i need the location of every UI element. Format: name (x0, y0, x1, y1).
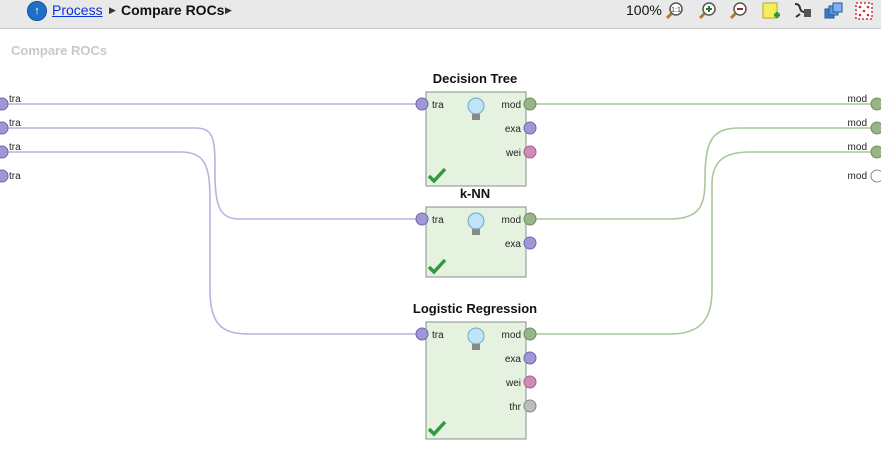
wire-input-logistic-regression[interactable] (5, 151, 423, 335)
process-input-port[interactable]: tra (0, 142, 21, 159)
port-label: mod (848, 94, 867, 105)
check-icon (427, 258, 447, 275)
breadcrumb-process-link[interactable]: Process (52, 2, 103, 18)
add-note-icon[interactable] (760, 0, 782, 22)
process-input-port[interactable]: tra (0, 169, 21, 183)
port-label: tra (9, 142, 21, 153)
process-input-port[interactable]: tra (0, 118, 21, 135)
output-port-label: mod (502, 100, 521, 111)
lightbulb-icon (467, 212, 485, 235)
port-label: mod (848, 171, 867, 182)
zoom-in-icon[interactable] (697, 0, 719, 22)
input-port-tra[interactable] (415, 327, 429, 341)
output-port-label: wei (505, 148, 521, 159)
zoom-level: 100% (626, 2, 662, 18)
output-port-label: wei (505, 378, 521, 389)
output-port-label: exa (505, 124, 522, 135)
wire-output-knn[interactable] (527, 127, 874, 220)
zoom-fit-icon[interactable]: 1:1 (664, 0, 686, 22)
output-port-label: exa (505, 354, 522, 365)
process-output-port[interactable]: mod (848, 94, 881, 111)
output-port-exa[interactable] (523, 351, 537, 365)
output-port-label: mod (502, 330, 521, 341)
wire-output-logistic-regression[interactable] (527, 151, 874, 335)
operator-decision-tree[interactable]: Decision Tree tra mod exa wei (415, 71, 537, 187)
output-port-exa[interactable] (523, 121, 537, 135)
output-port-wei[interactable] (523, 375, 537, 389)
wire-input-knn[interactable] (5, 127, 423, 220)
port-label: tra (9, 171, 21, 182)
up-arrow-icon[interactable]: ↑ (27, 1, 47, 21)
process-output-port[interactable]: mod (848, 142, 881, 159)
process-output-port[interactable]: mod (848, 169, 881, 183)
lightbulb-icon (467, 327, 485, 350)
process-input-port[interactable]: tra (0, 94, 21, 111)
breadcrumb-separator-icon: ▶ (225, 5, 232, 15)
lightbulb-icon (467, 97, 485, 120)
process-title: Compare ROCs (11, 43, 108, 58)
operator-name: Logistic Regression (413, 301, 537, 316)
output-port-label: thr (509, 402, 521, 413)
auto-wire-icon[interactable] (791, 0, 813, 22)
output-port-label: mod (502, 215, 521, 226)
input-port-label: tra (432, 100, 444, 111)
check-icon (427, 167, 447, 184)
output-port-label: exa (505, 239, 522, 250)
check-icon (427, 420, 447, 437)
input-port-tra[interactable] (415, 212, 429, 226)
grid-icon[interactable] (853, 0, 875, 22)
input-port-label: tra (432, 330, 444, 341)
output-port-thr[interactable] (523, 399, 537, 413)
port-label: tra (9, 118, 21, 129)
breadcrumb-current: Compare ROCs (121, 2, 225, 18)
breadcrumb-separator-icon: ▶ (109, 5, 116, 15)
operator-name: Decision Tree (433, 71, 518, 86)
operator-knn[interactable]: k-NN tra mod exa (415, 186, 537, 278)
zoom-out-icon[interactable] (728, 0, 750, 22)
output-port-wei[interactable] (523, 145, 537, 159)
output-port-mod[interactable] (523, 97, 537, 111)
output-port-mod[interactable] (523, 212, 537, 226)
input-port-tra[interactable] (415, 97, 429, 111)
process-output-port[interactable]: mod (848, 118, 881, 135)
svg-text:1:1: 1:1 (671, 7, 681, 14)
port-label: mod (848, 118, 867, 129)
input-port-label: tra (432, 215, 444, 226)
port-label: tra (9, 94, 21, 105)
output-port-mod[interactable] (523, 327, 537, 341)
operator-name: k-NN (460, 186, 490, 201)
output-port-exa[interactable] (523, 236, 537, 250)
operator-logistic-regression[interactable]: Logistic Regression tra mod exa wei thr (413, 301, 537, 440)
toolbar: ↑ Process ▶ Compare ROCs ▶ 100% 1:1 (0, 0, 881, 29)
port-label: mod (848, 142, 867, 153)
arrange-icon[interactable] (822, 0, 844, 22)
